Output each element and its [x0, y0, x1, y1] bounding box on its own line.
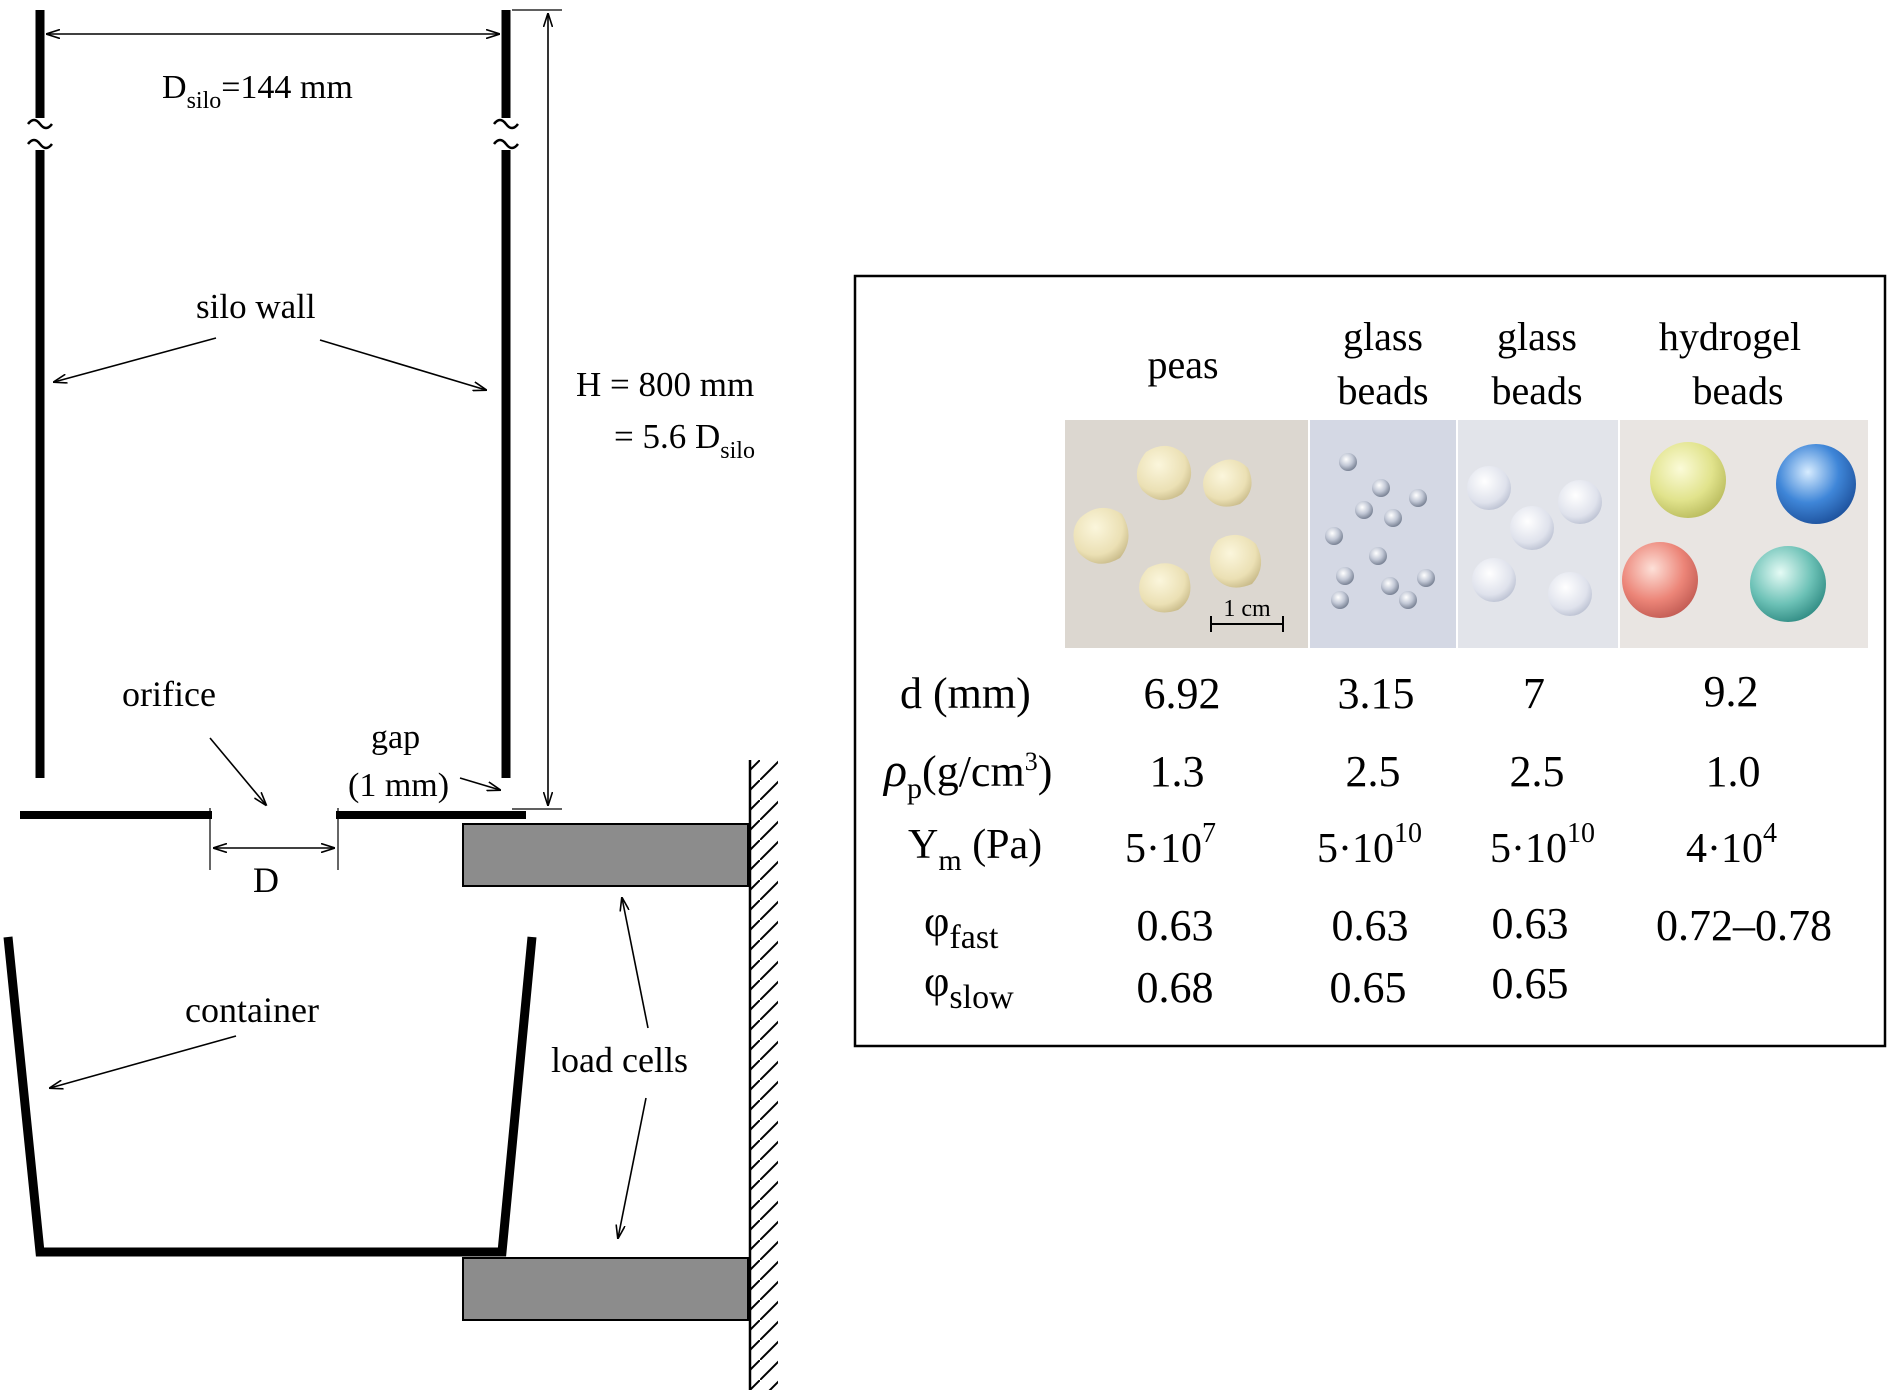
- pea: [1209, 534, 1262, 588]
- column-header-hydrogel-line2: beads: [1692, 368, 1783, 413]
- glass-bead: [1548, 572, 1592, 616]
- orifice-arrow: [209, 737, 266, 805]
- glass-bead: [1369, 547, 1387, 565]
- column-header-glass-large-line1: glass: [1497, 314, 1577, 359]
- cell-phi-slow-peas: 0.68: [1137, 963, 1214, 1012]
- glass-bead: [1399, 591, 1417, 609]
- glass-bead: [1381, 577, 1399, 595]
- pea: [1136, 445, 1192, 501]
- cell-rho-hydrogel: 1.0: [1706, 747, 1761, 796]
- column-header-glass-small-line2: beads: [1337, 368, 1428, 413]
- cell-d-peas: 6.92: [1144, 669, 1221, 718]
- cell-d-glass-small: 3.15: [1338, 669, 1415, 718]
- height-ratio-label: = 5.6 Dsilo: [614, 417, 755, 464]
- silo-left-wall: [27, 10, 53, 778]
- cell-modulus-hydrogel: 4·104: [1686, 818, 1777, 872]
- silo-wall-arrow-right: [319, 339, 486, 390]
- gap-label: gap: [371, 719, 420, 756]
- glass-bead: [1467, 466, 1511, 510]
- cell-phi-slow-glass-large: 0.65: [1492, 959, 1569, 1008]
- hydrogel-bead-yellow: [1650, 442, 1726, 518]
- column-header-hydrogel-line1: hydrogel: [1659, 314, 1801, 359]
- gap-width-label: (1 mm): [348, 767, 449, 804]
- cell-phi-fast-peas: 0.63: [1137, 901, 1214, 950]
- row-label-modulus: Ym (Pa): [908, 822, 1042, 877]
- cell-rho-glass-large: 2.5: [1510, 747, 1565, 796]
- material-table: peas glass beads glass beads hydrogel be…: [853, 274, 1887, 1048]
- pea: [1203, 459, 1252, 507]
- silo-schematic: Dsilo=144 mm silo wall H = 800 mm = 5.6 …: [3, 9, 778, 1390]
- glass-bead: [1372, 479, 1390, 497]
- cell-phi-fast-glass-large: 0.63: [1492, 899, 1569, 948]
- cell-phi-slow-glass-small: 0.65: [1330, 963, 1407, 1012]
- silo-wall-label: silo wall: [196, 287, 316, 326]
- load-cell-bottom: [462, 1257, 749, 1321]
- cell-modulus-glass-small: 5·1010: [1317, 818, 1422, 872]
- cell-d-glass-large: 7: [1523, 669, 1545, 718]
- cell-modulus-peas: 5·107: [1125, 818, 1216, 872]
- glass-bead: [1325, 527, 1343, 545]
- scale-bar-label: 1 cm: [1223, 596, 1271, 622]
- hydrogel-bead-teal: [1750, 546, 1826, 622]
- pea: [1139, 563, 1191, 613]
- row-label-phi-slow: φslow: [924, 957, 1014, 1016]
- container: [3, 936, 537, 1257]
- orifice-label: orifice: [122, 674, 216, 714]
- glass-bead: [1558, 480, 1602, 524]
- glass-bead: [1472, 558, 1516, 602]
- hydrogel-bead-red: [1622, 542, 1698, 618]
- cell-phi-fast-hydrogel: 0.72–0.78: [1656, 901, 1832, 950]
- orifice-diameter-label: D: [253, 860, 279, 900]
- load-cells-label: load cells: [551, 1040, 688, 1080]
- cell-rho-glass-small: 2.5: [1346, 747, 1401, 796]
- photo-peas: 1 cm: [1065, 420, 1308, 648]
- glass-bead: [1510, 506, 1554, 550]
- silo-diameter-label: Dsilo=144 mm: [162, 69, 353, 114]
- glass-bead: [1409, 489, 1427, 507]
- pea: [1073, 507, 1129, 564]
- row-label-phi-fast: φfast: [924, 897, 999, 956]
- cell-phi-fast-glass-small: 0.63: [1332, 901, 1409, 950]
- silo-wall-arrow-left: [54, 337, 217, 382]
- column-header-glass-small-line1: glass: [1343, 314, 1423, 359]
- fixed-wall: [748, 760, 778, 1390]
- glass-bead: [1339, 453, 1357, 471]
- cell-modulus-glass-large: 5·1010: [1490, 818, 1595, 872]
- glass-bead: [1355, 501, 1373, 519]
- cell-rho-peas: 1.3: [1150, 747, 1205, 796]
- column-header-peas: peas: [1147, 342, 1218, 387]
- load-cells-arrow-up: [622, 898, 649, 1029]
- height-label: H = 800 mm: [576, 365, 754, 404]
- glass-bead: [1336, 567, 1354, 585]
- silo-right-wall: [493, 10, 519, 778]
- glass-bead: [1384, 509, 1402, 527]
- photo-hydrogel-beads: [1620, 420, 1868, 648]
- row-label-density: ρp(g/cm3): [882, 744, 1052, 805]
- glass-bead: [1331, 591, 1349, 609]
- column-header-glass-large-line2: beads: [1491, 368, 1582, 413]
- load-cells-arrow-down: [618, 1097, 647, 1238]
- container-label: container: [185, 990, 319, 1030]
- row-label-diameter: d (mm): [900, 669, 1031, 718]
- gap-arrow: [459, 777, 500, 790]
- container-arrow: [50, 1035, 237, 1088]
- load-cell-top: [462, 823, 749, 887]
- cell-d-hydrogel: 9.2: [1704, 667, 1759, 716]
- photo-glass-beads-small: [1310, 420, 1456, 648]
- glass-bead: [1417, 569, 1435, 587]
- table-border: [853, 274, 1887, 1048]
- hydrogel-bead-blue: [1776, 444, 1856, 524]
- photo-glass-beads-large: [1458, 420, 1618, 648]
